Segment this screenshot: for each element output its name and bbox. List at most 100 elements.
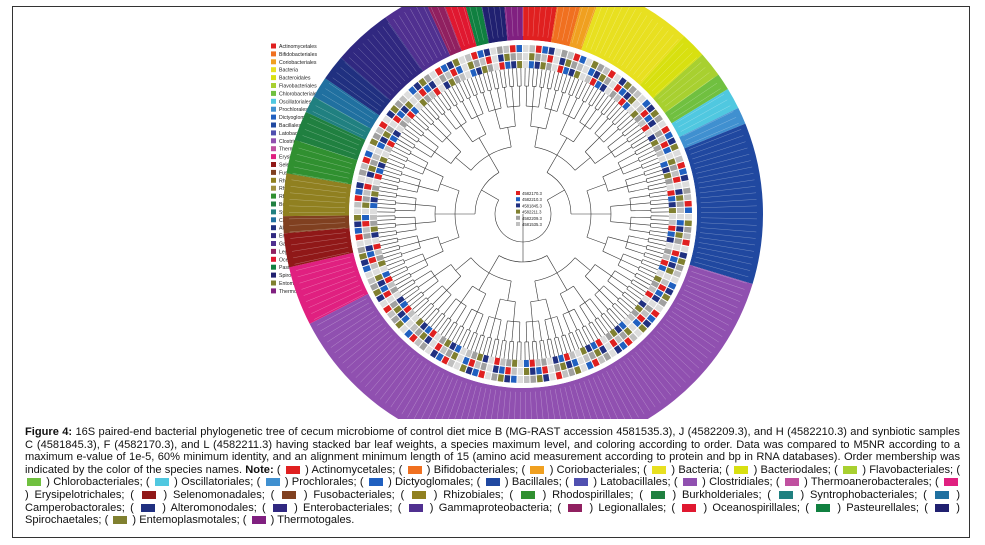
tree-branch bbox=[623, 253, 643, 262]
tree-leaf-edge bbox=[637, 301, 640, 304]
leaf-bar-segment bbox=[393, 305, 403, 314]
leaf-bar-segment bbox=[390, 105, 400, 114]
tree-branch bbox=[543, 340, 547, 357]
species-label-line bbox=[348, 57, 391, 96]
leaf-bar-segment bbox=[672, 176, 681, 184]
leaf-bar-segment bbox=[382, 130, 392, 139]
species-label-line bbox=[491, 389, 497, 419]
species-label-line bbox=[511, 7, 514, 37]
leaf-bar-segment bbox=[358, 252, 368, 260]
tree-branch bbox=[419, 302, 432, 315]
tree-branch bbox=[641, 158, 657, 166]
tree-branch bbox=[399, 139, 414, 149]
tree-leaf-edge bbox=[581, 345, 584, 348]
tree-branch bbox=[628, 285, 643, 296]
tree-branch bbox=[441, 94, 452, 109]
leaf-bar-segment bbox=[653, 275, 662, 283]
caption-note-item: ( ) Syntrophobacteriales; bbox=[761, 488, 918, 501]
tree-arc bbox=[409, 151, 412, 156]
tree-branch bbox=[528, 70, 530, 87]
leaf-bar-segment bbox=[662, 253, 671, 261]
tree-branch bbox=[434, 264, 452, 277]
tree-branch bbox=[599, 123, 614, 138]
leaf-bar-segment bbox=[439, 345, 448, 355]
ring-sector bbox=[684, 123, 763, 285]
species-label-line bbox=[651, 52, 693, 92]
tree-branch bbox=[554, 74, 559, 90]
leaf-bar-segment bbox=[429, 329, 438, 338]
species-label-line bbox=[385, 357, 419, 404]
leaf-bar-segment bbox=[603, 76, 612, 86]
species-label-line bbox=[537, 7, 541, 37]
tree-arc bbox=[585, 151, 596, 164]
caption-color-chip bbox=[251, 516, 266, 525]
leaf-bar-segment bbox=[362, 220, 370, 227]
tree-leaf-edge bbox=[607, 330, 609, 333]
tree-branch bbox=[639, 266, 655, 274]
tree-arc bbox=[546, 172, 572, 215]
species-label-line bbox=[614, 366, 645, 415]
caption-note-label-text: ) Bacillales; bbox=[501, 476, 562, 489]
tree-branch bbox=[594, 151, 612, 164]
tree-branch bbox=[508, 341, 511, 358]
leaf-bar-segment bbox=[632, 318, 642, 328]
leaf-bar-segment bbox=[682, 239, 690, 246]
tree-branch bbox=[575, 82, 583, 98]
tree-leaf-edge bbox=[406, 124, 409, 127]
tree-branch bbox=[499, 340, 503, 357]
tree-branch bbox=[479, 76, 485, 93]
tree-branch bbox=[455, 104, 467, 123]
tree-leaf-edge bbox=[585, 82, 587, 85]
species-label-line bbox=[479, 388, 487, 419]
species-label-line bbox=[487, 7, 494, 39]
species-label-line bbox=[318, 99, 368, 128]
tree-branch bbox=[399, 180, 419, 187]
species-label-line bbox=[597, 375, 618, 419]
species-label-line bbox=[467, 385, 477, 419]
phylogenetic-tree-figure: ActinomycetalesBifidobacterialesCoriobac… bbox=[271, 7, 763, 419]
tree-branch bbox=[644, 252, 661, 258]
tree-leaf-edge bbox=[440, 93, 443, 96]
tree-branch bbox=[448, 323, 458, 338]
tree-leaf-edge bbox=[661, 253, 664, 255]
tree-arc bbox=[534, 257, 576, 282]
leaf-bar-segment bbox=[414, 327, 423, 337]
leaf-bar-segment bbox=[653, 144, 662, 153]
legend-swatch bbox=[271, 98, 276, 104]
species-label-line bbox=[338, 323, 383, 359]
species-label-line bbox=[299, 266, 354, 284]
tree-branch bbox=[503, 340, 507, 357]
legend-label: Bacillales bbox=[279, 123, 301, 129]
tree-leaf-edge bbox=[581, 80, 584, 83]
species-label-line bbox=[289, 217, 346, 220]
tree-branch bbox=[585, 276, 600, 291]
leaf-bar-segment bbox=[382, 115, 392, 124]
caption-color-chip bbox=[407, 465, 422, 474]
caption-note-item: ( ) Chlorobacteriales; bbox=[25, 464, 960, 488]
species-label-line bbox=[642, 345, 681, 387]
tree-branch bbox=[564, 77, 571, 94]
species-label-line bbox=[677, 302, 726, 332]
leaf-bar-segment bbox=[381, 150, 391, 159]
tree-branch bbox=[630, 209, 651, 212]
tree-branch bbox=[600, 315, 611, 329]
species-label-line bbox=[336, 72, 382, 107]
tree-branch bbox=[624, 291, 638, 302]
tree-branch bbox=[448, 90, 458, 105]
leaf-bar-segment bbox=[437, 84, 446, 93]
species-label-line bbox=[346, 331, 390, 369]
species-label-line bbox=[564, 386, 573, 419]
leaf-bar-segment bbox=[623, 91, 632, 101]
tree-branch bbox=[532, 70, 534, 87]
species-label-line bbox=[650, 338, 691, 378]
tree-branch bbox=[649, 190, 666, 194]
tree-branch bbox=[610, 204, 631, 207]
species-label-line bbox=[295, 256, 351, 271]
tree-branch bbox=[425, 308, 437, 321]
ring-sector bbox=[294, 111, 366, 161]
leaf-bar-segment bbox=[372, 179, 381, 186]
caption-note-item: ( ) Dictyoglomales; bbox=[356, 476, 474, 489]
sample-label: 4582170.3 bbox=[522, 191, 542, 196]
leaf-bar-segment bbox=[561, 369, 569, 379]
